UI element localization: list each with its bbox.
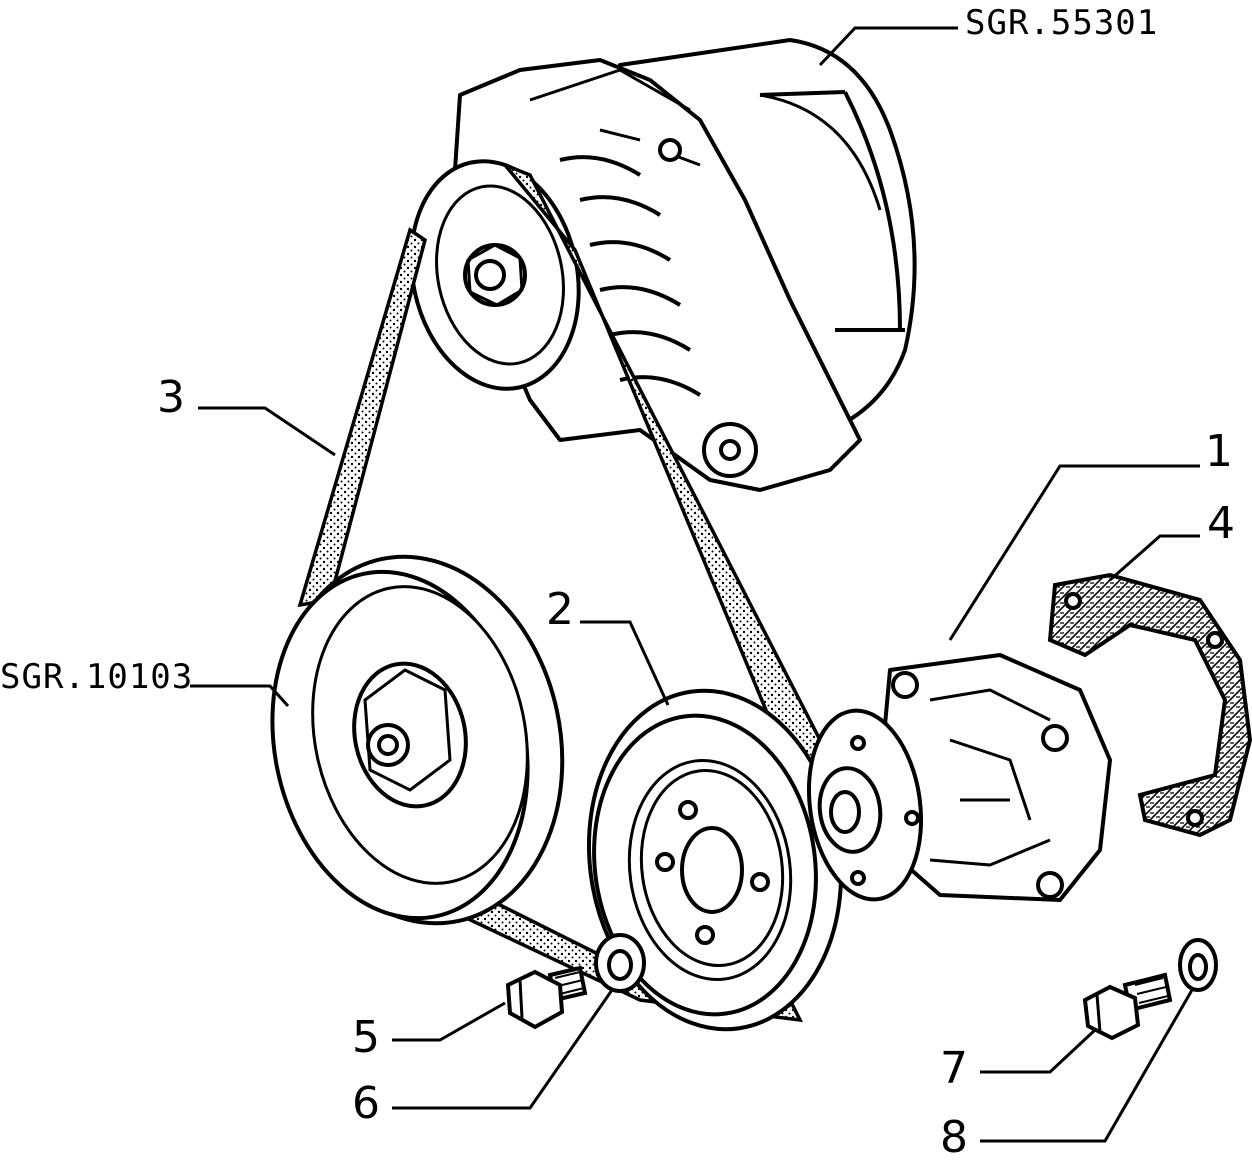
callout-5: 5 (352, 1012, 380, 1063)
callout-7: 7 (940, 1043, 968, 1094)
water-pump-pulley (586, 688, 844, 1032)
alternator-reference-label: SGR.55301 (965, 3, 1159, 43)
callout-4: 4 (1207, 498, 1235, 549)
bolt-5 (505, 965, 588, 1030)
gasket (1047, 572, 1252, 838)
washer-6 (594, 933, 646, 993)
crankshaft-pulley (270, 554, 565, 926)
callout-3: 3 (157, 372, 185, 423)
washer-8 (1178, 938, 1218, 992)
callout-8: 8 (940, 1112, 968, 1163)
crankshaft-pulley-reference-label: SGR.10103 (0, 657, 194, 697)
water-pump (806, 653, 1112, 902)
bolt-7 (1082, 972, 1173, 1041)
alternator (409, 38, 917, 492)
callout-2: 2 (546, 584, 574, 635)
leader-lines (190, 26, 1200, 1143)
callout-6: 6 (352, 1078, 380, 1129)
callout-1: 1 (1205, 426, 1233, 477)
